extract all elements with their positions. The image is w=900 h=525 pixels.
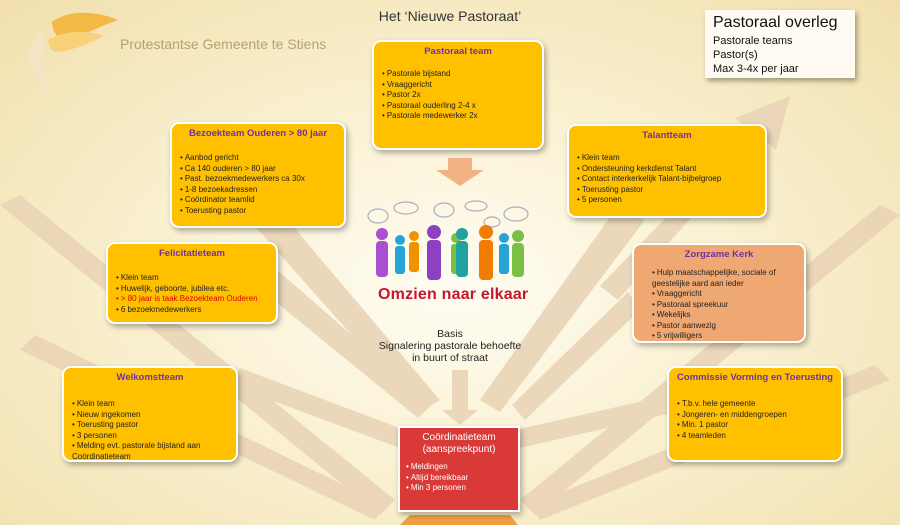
list-item: Ca 140 ouderen > 80 jaar [180,164,336,175]
basis-line: Basis [437,328,463,340]
pastoraal-team-box: Pastoraal team Pastorale bijstand Vraagg… [372,40,544,150]
coordinatieteam-title: Coördinatieteam [422,432,496,443]
list-item: Meldingen [406,462,512,473]
organisation-name: Protestantse Gemeente te Stiens [120,36,327,52]
list-item: Jongeren- en middengroepen [677,410,833,421]
omzien-slogan: Omzien naar elkaar [378,286,529,303]
box-title: Commissie Vorming en Toerusting [677,372,833,383]
people-illustration [367,200,529,280]
list-item: 4 teamleden [677,431,833,442]
list-item: Ondersteuning kerkdienst Talant [577,164,757,175]
box-title: Welkomstteam [116,372,184,383]
commissie-box: Commissie Vorming en Toerusting T.b.v. h… [667,366,843,462]
list-item: Toerusting pastor [577,185,757,196]
list-item: 5 vrijwilligers [642,331,796,342]
box-title: Zorgzame Kerk [684,249,754,260]
list-item: 6 bezoekmedewerkers [116,305,268,316]
arrow-down-pastoraal [436,158,484,186]
overleg-title: Pastoraal overleg [713,14,838,31]
list-item-highlight: > 80 jaar is taak Bezoekteam Ouderen [116,294,268,305]
list-item: Hulp maatschappelijke, sociale of geeste… [642,268,796,289]
list-item: Altijd bereikbaar [406,473,512,484]
list-item: Pastor 2x [382,90,534,101]
list-item: 5 personen [577,195,757,206]
list-item: Pastoraal ouderling 2-4 x [382,101,534,112]
arrow-left-sweep [0,195,395,515]
bezoekteam-box: Bezoekteam Ouderen > 80 jaar Aanbod geri… [170,122,346,228]
list-item: Contact interkerkelijk Talant-bijbelgroe… [577,174,757,185]
box-title: Coördinatieteam (aanspreekpunt) [406,432,512,456]
arrow-from-talentteam [480,210,645,412]
list-item: T.b.v. hele gemeente [677,399,833,410]
arrow-center-down [442,370,478,425]
list-item: Klein team [116,273,268,284]
coordinatieteam-subtitle: (aanspreekpunt) [422,444,496,455]
zorgzame-kerk-box: Zorgzame Kerk Hulp maatschappelijke, soc… [632,243,806,343]
box-title: Talantteam [642,130,692,141]
list-item: 3 personen [72,431,228,442]
list-item: Past. bezoekmedewerkers ca 30x [180,174,336,185]
basis-line: Signalering pastorale behoefte [378,340,522,352]
person-icon [376,225,524,280]
list-item: Min 3 personen [406,483,512,494]
list-item: Pastoraal spreekuur [642,300,796,311]
list-item: Pastor aanwezig [642,321,796,332]
page-title: Het ‘Nieuwe Pastoraat’ [378,8,522,24]
list-item: Vraaggericht [642,289,796,300]
pastoraal-overleg-box: Pastoraal overleg Pastorale teams Pastor… [705,10,855,78]
coordinatieteam-box: Coördinatieteam (aanspreekpunt) Meldinge… [398,426,520,512]
list-item: Wekelijks [642,310,796,321]
arrow-from-felicitatieteam [255,268,432,418]
basis-text: Basis Signalering pastorale behoefte in … [340,328,560,364]
list-item: Toerusting pastor [180,206,336,217]
basis-line: in buurt of straat [412,352,488,364]
box-title: Bezoekteam Ouderen > 80 jaar [188,128,328,139]
overleg-line: Max 3-4x per jaar [713,63,799,75]
list-item: Min. 1 pastor [677,420,833,431]
list-item: Coördinator teamlid [180,195,336,206]
arrow-from-bezoekteam [245,205,440,412]
list-item: 1-8 bezoekadressen [180,185,336,196]
arrow-from-zorgzame-kerk [512,292,640,420]
list-item: Klein team [72,399,228,410]
bottom-orange-shape [400,515,518,525]
list-item: Huwelijk, geboorte, jubilea etc. [116,284,268,295]
list-item: Pastorale bijstand [382,69,534,80]
talentteam-box: Talantteam Klein team Ondersteuning kerk… [567,124,767,218]
welkomstteam-box: Welkomstteam Klein team Nieuw ingekomen … [62,366,238,462]
overleg-line: Pastor(s) [713,49,758,61]
arrow-from-welkomstteam [230,368,405,448]
list-item: Nieuw ingekomen [72,410,228,421]
list-item: Vraaggericht [382,80,534,91]
list-item: Pastorale medewerker 2x [382,111,534,122]
overleg-line: Pastorale teams [713,35,793,47]
list-item: Aanbod gericht [180,153,336,164]
list-item: Melding evt. pastorale bijstand aan Coör… [72,441,228,462]
logo-icon [28,12,118,96]
list-item: Klein team [577,153,757,164]
box-title: Felicitatieteam [159,248,225,259]
list-item: Toerusting pastor [72,420,228,431]
box-title: Pastoraal team [424,46,492,57]
felicitatieteam-box: Felicitatieteam Klein team Huwelijk, geb… [106,242,278,324]
